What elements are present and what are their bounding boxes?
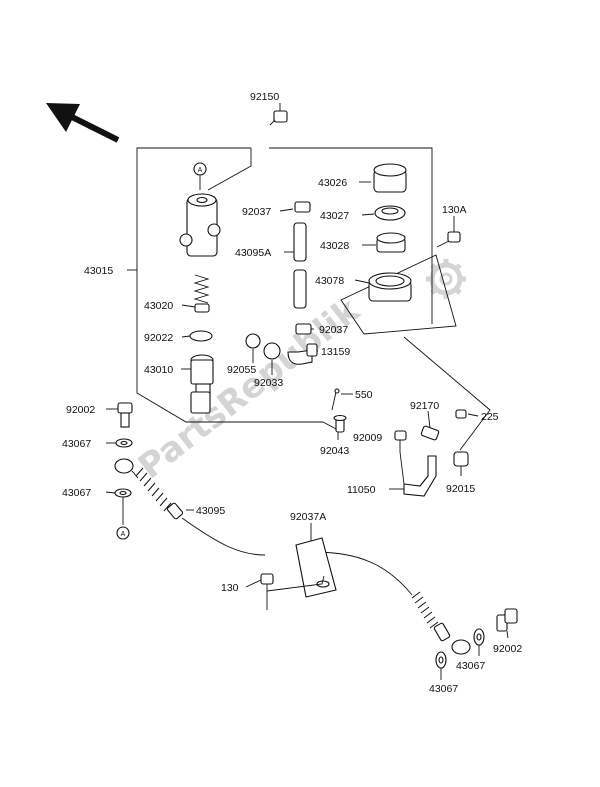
ref-marker-a-bottom [116, 497, 130, 540]
label-92033: 92033 [254, 377, 283, 389]
part-92002-bolt-right [496, 608, 518, 632]
label-43095: 43095 [196, 505, 225, 517]
part-43026-cap [373, 163, 407, 193]
label-43067-c: 43067 [456, 660, 485, 672]
label-92037-top: 92037 [242, 206, 271, 218]
part-43095A-hose [293, 222, 307, 309]
part-11050-bracket [403, 455, 437, 497]
label-92015: 92015 [446, 483, 475, 495]
part-43078-reservoir [368, 272, 412, 302]
part-130-bolt [260, 573, 274, 610]
part-92037-clamp-top [294, 201, 311, 213]
part-92170-clamp [420, 425, 440, 441]
label-43067-d: 43067 [429, 683, 458, 695]
part-92037A-clamp [266, 537, 337, 598]
label-92037A: 92037A [290, 511, 326, 523]
label-92055: 92055 [227, 364, 256, 376]
part-92022-circlip [189, 330, 213, 342]
part-225-bolt [455, 409, 467, 419]
label-43027: 43027 [320, 210, 349, 222]
part-92037-clamp-mid [295, 323, 312, 335]
part-92015-grommet [453, 451, 469, 467]
leader-lines [105, 103, 509, 680]
label-43067-b: 43067 [62, 487, 91, 499]
part-550-pin [331, 388, 340, 411]
label-92002-left: 92002 [66, 404, 95, 416]
part-43067-washer-d [435, 651, 447, 669]
label-43020: 43020 [144, 300, 173, 312]
part-130A-bolt [436, 231, 461, 248]
part-43067-washer-c [473, 628, 485, 646]
label-13159: 13159 [321, 346, 350, 358]
part-92002-bolt-left [117, 402, 133, 428]
label-43078: 43078 [315, 275, 344, 287]
label-43067-a: 43067 [62, 438, 91, 450]
part-13159-fitting [287, 343, 318, 365]
label-11050: 11050 [347, 484, 376, 496]
part-43028-diaphragm [376, 232, 406, 253]
watermark: PartsRepublik [131, 290, 368, 488]
label-130A: 130A [442, 204, 467, 216]
label-92002-right: 92002 [493, 643, 522, 655]
part-hose-right-end [411, 591, 471, 655]
part-92043-pin [333, 414, 347, 433]
label-43015: 43015 [84, 265, 113, 277]
part-92033-circlip [263, 342, 281, 360]
label-92022: 92022 [144, 332, 173, 344]
label-43095A: 43095A [235, 247, 271, 259]
label-43026: 43026 [318, 177, 347, 189]
ref-marker-a-top [193, 162, 207, 190]
ref-label-a-bottom: A [121, 531, 126, 538]
label-92037-mid: 92037 [319, 324, 348, 336]
label-43010: 43010 [144, 364, 173, 376]
part-43020-spring [193, 274, 210, 313]
ref-label-a-top: A [198, 167, 203, 174]
watermark-text: PartsRepublik [131, 290, 368, 488]
label-92043: 92043 [320, 445, 349, 457]
label-43028: 43028 [320, 240, 349, 252]
part-labels: 92150 43026 92037 43027 130A 43028 43095… [62, 91, 522, 695]
part-92055-oring [245, 333, 261, 349]
label-130: 130 [221, 582, 239, 594]
label-92170: 92170 [410, 400, 439, 412]
label-92009: 92009 [353, 432, 382, 444]
part-43067-washer-b [114, 488, 132, 498]
part-43027-plate [374, 205, 406, 221]
part-43067-washer-a [115, 438, 133, 448]
assembly-outline [127, 147, 491, 451]
label-225: 225 [481, 411, 499, 423]
front-arrow-icon [46, 103, 120, 143]
part-92150-bolt [269, 110, 288, 126]
label-550: 550 [355, 389, 373, 401]
label-92150: 92150 [250, 91, 279, 103]
part-92009-screw [394, 430, 407, 452]
part-master-cylinder-body [179, 193, 221, 257]
part-43010-piston [190, 354, 214, 414]
gear-icon [426, 259, 466, 299]
